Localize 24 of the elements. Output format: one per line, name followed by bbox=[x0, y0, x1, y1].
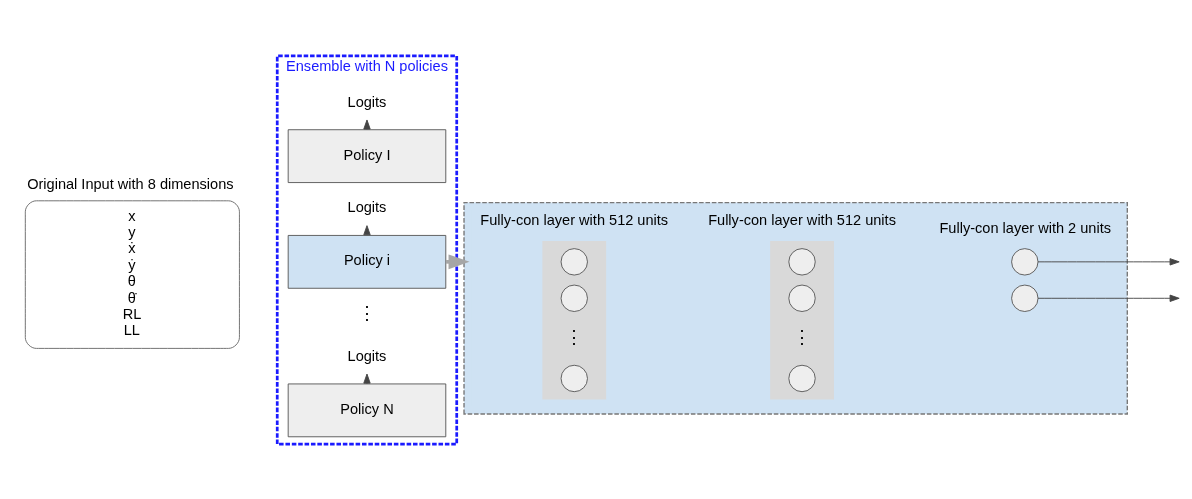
arrow bbox=[1037, 257, 1180, 265]
node-text: Logits bbox=[347, 198, 387, 215]
node-circle bbox=[1011, 284, 1039, 312]
cluster bbox=[542, 240, 607, 399]
node-circle bbox=[788, 247, 816, 275]
label: Fully-con layer with 512 units bbox=[480, 211, 669, 228]
node-circle bbox=[788, 364, 816, 392]
node-circle bbox=[560, 284, 588, 312]
cluster bbox=[770, 240, 834, 399]
label: ⋮ bbox=[357, 302, 376, 323]
label: ⋮ bbox=[793, 326, 812, 347]
node-circle bbox=[1011, 247, 1039, 275]
node-label: Original Input with 8 dimensions bbox=[27, 175, 234, 192]
node-circle bbox=[560, 247, 588, 275]
cluster bbox=[463, 201, 1128, 415]
label: ⋮ bbox=[565, 326, 584, 347]
node-circle bbox=[560, 364, 588, 392]
node-text: Logits bbox=[347, 93, 387, 110]
node-text: Logits bbox=[347, 347, 387, 364]
node-circle bbox=[788, 284, 816, 312]
node-box: x y ẋ ẏ θ θ̇ RL LL bbox=[24, 199, 240, 349]
arrow bbox=[1037, 294, 1180, 302]
label: Fully-con layer with 2 units bbox=[939, 219, 1112, 236]
label: Fully-con layer with 512 units bbox=[708, 211, 896, 228]
